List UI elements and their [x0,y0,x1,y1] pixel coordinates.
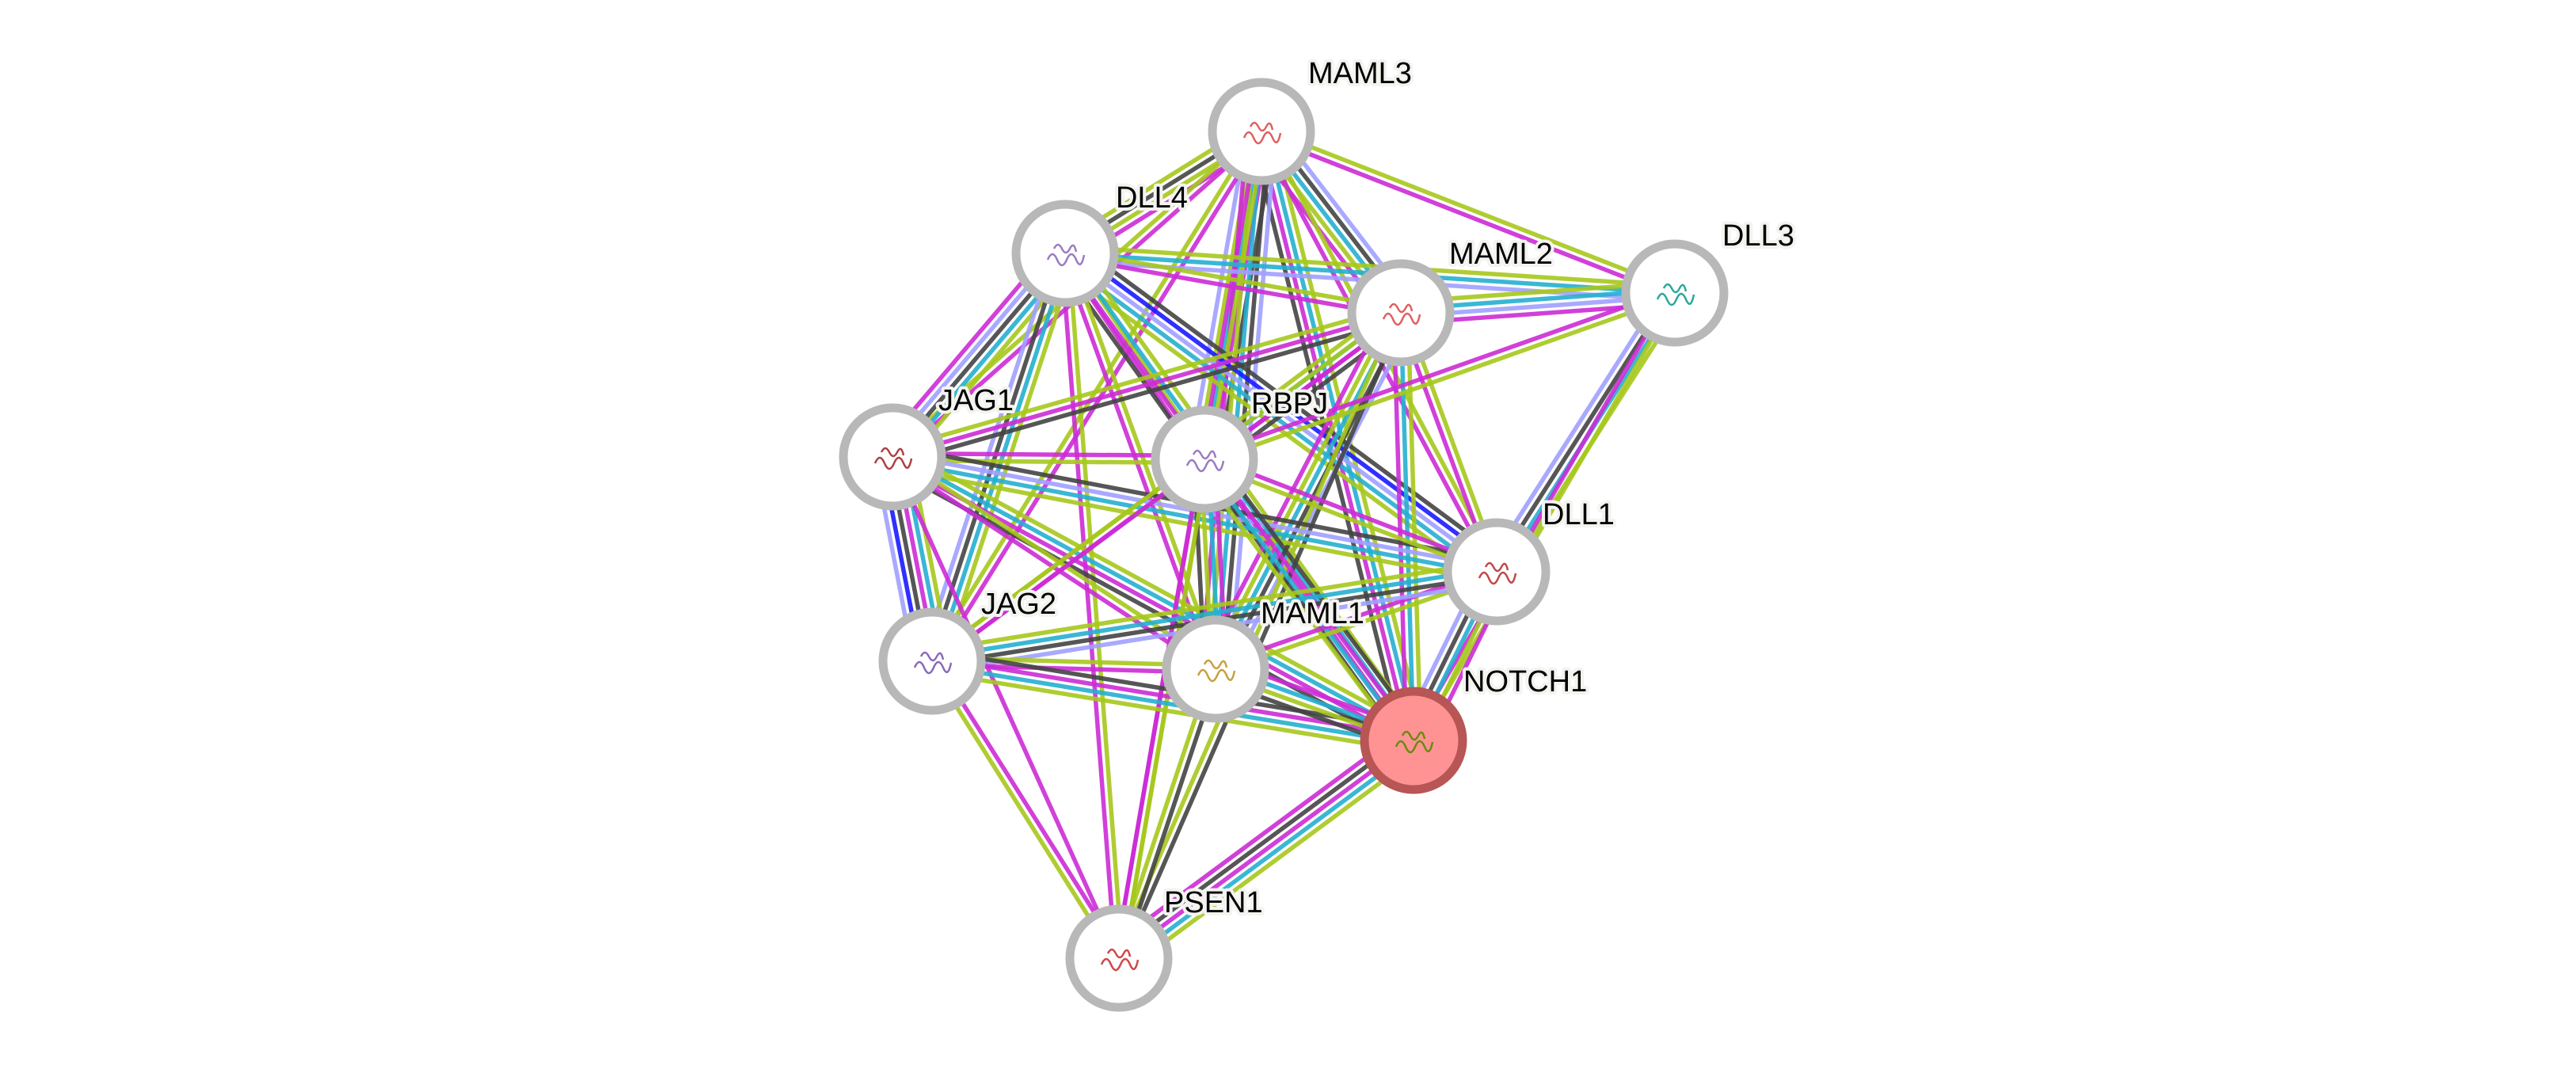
edge-line-textmining [889,465,1495,584]
edge-line-coexpression [1211,451,1425,736]
protein-structure-icon [1185,449,1225,473]
node-rbpj[interactable] [1151,405,1258,513]
edge-line-experiments [1059,253,1118,959]
edge-line-experiments [1109,727,1406,949]
edge-line-textmining [1126,750,1424,972]
edge-dll4-psen1[interactable] [1059,253,1125,959]
protein-structure-icon [1046,243,1086,267]
protein-structure-icon [1100,948,1140,972]
node-label-rbpj: RBPJ [1251,387,1328,421]
edge-line-coexpression [1220,131,1271,671]
node-maml1[interactable] [1162,615,1269,723]
node-dll3[interactable] [1621,239,1729,347]
edge-line-textmining [1414,293,1680,744]
edge-maml2-psen1[interactable] [1113,310,1406,961]
edge-line-homology [1188,128,1250,458]
edge-line-textmining [1066,253,1125,958]
edge-line-databases [891,458,1497,578]
edge-line-textmining [892,451,1219,668]
edge-line-coexpression [1113,733,1411,954]
edge-line-databases [892,451,1417,740]
edge-line-coexpression [893,318,1404,466]
protein-structure-icon [1242,121,1282,145]
edges-layer [873,120,1686,972]
edge-line-experiments [1408,290,1674,740]
edge-line-textmining [896,445,1420,733]
edge-dll3-rbpj[interactable] [1202,287,1677,465]
edge-line-textmining [1065,247,1402,312]
edge-line-textmining [927,661,1118,961]
node-maml2[interactable] [1347,259,1455,367]
edge-line-textmining [1113,310,1400,958]
edge-dll3-notch1[interactable] [1408,290,1680,744]
edge-jag2-psen1[interactable] [927,658,1124,961]
protein-structure-icon [1478,561,1517,585]
edge-line-experiments [1202,287,1675,459]
edge-line-experiments [933,460,1208,666]
edge-jag1-psen1[interactable] [890,455,1121,960]
edge-line-databases [933,253,1071,664]
edge-line-experiments [892,310,1402,459]
edge-maml2-jag1[interactable] [889,303,1404,466]
edge-maml3-dll3[interactable] [1259,126,1677,299]
edge-line-textmining [1207,308,1397,668]
edge-line-databases [1121,744,1419,966]
labels-layer: MAML3 DLL4 MAML2 DLL3 JAG1 RBPJ DLL1 JAG… [935,54,1798,923]
edge-line-homology [1486,286,1668,568]
protein-structure-icon [1197,659,1236,683]
edge-line-experiments [1391,313,1409,741]
node-label-maml1: MAML1 [1261,597,1364,630]
node-label-psen1: PSEN1 [1164,886,1263,919]
node-jag1[interactable] [839,403,946,511]
edge-line-textmining [889,303,1400,452]
edge-line-databases [930,565,1497,660]
edge-line-experiments [1064,254,1401,319]
node-label-dll1: DLL1 [1543,498,1615,531]
edge-line-textmining [1261,126,1677,292]
node-label-notch1: NOTCH1 [1463,665,1587,698]
edge-line-textmining [1065,244,1676,288]
protein-structure-icon [913,651,953,675]
edge-line-gene-fusion [1067,245,1502,568]
protein-structure-icon [1656,283,1695,306]
node-dll1[interactable] [1443,518,1551,626]
node-notch1[interactable] [1360,687,1467,794]
edge-line-textmining [1195,129,1257,459]
edge-line-coexpression [1120,313,1406,961]
node-maml3[interactable] [1208,78,1315,185]
node-label-jag1: JAG1 [938,384,1014,417]
edge-line-experiments [1259,132,1675,299]
edge-line-textmining [928,455,1204,660]
edge-line-homology [1226,318,1416,677]
protein-structure-icon [1395,730,1434,754]
edge-line-textmining [930,558,1496,653]
edge-line-databases [1200,460,1413,744]
edge-line-experiments [890,455,1121,960]
protein-structure-icon [1382,303,1421,326]
node-psen1[interactable] [1065,904,1173,1012]
node-label-dll3: DLL3 [1722,219,1794,253]
edge-rbpj-jag2[interactable] [928,455,1208,666]
node-label-dll4: DLL4 [1116,181,1188,215]
edge-line-textmining [1066,251,1221,669]
edge-line-databases [1262,130,1420,740]
protein-structure-icon [873,447,913,470]
edge-line-coexpression [1491,290,1674,572]
node-label-maml3: MAML3 [1308,57,1412,90]
nodes-layer [839,78,1729,1012]
edge-line-textmining [930,669,1413,754]
node-label-jag2: JAG2 [981,588,1056,621]
edge-line-textmining [1204,294,1677,465]
node-jag2[interactable] [878,607,986,715]
edge-line-homology [1064,251,1498,574]
edge-notch1-psen1[interactable] [1109,727,1424,972]
node-label-maml2: MAML2 [1449,238,1553,271]
edge-line-databases [930,662,1414,747]
edge-line-experiments [933,658,1124,958]
node-dll4[interactable] [1011,200,1119,307]
edge-dll4-maml2[interactable] [1064,247,1402,319]
edge-line-experiments [1117,738,1415,961]
